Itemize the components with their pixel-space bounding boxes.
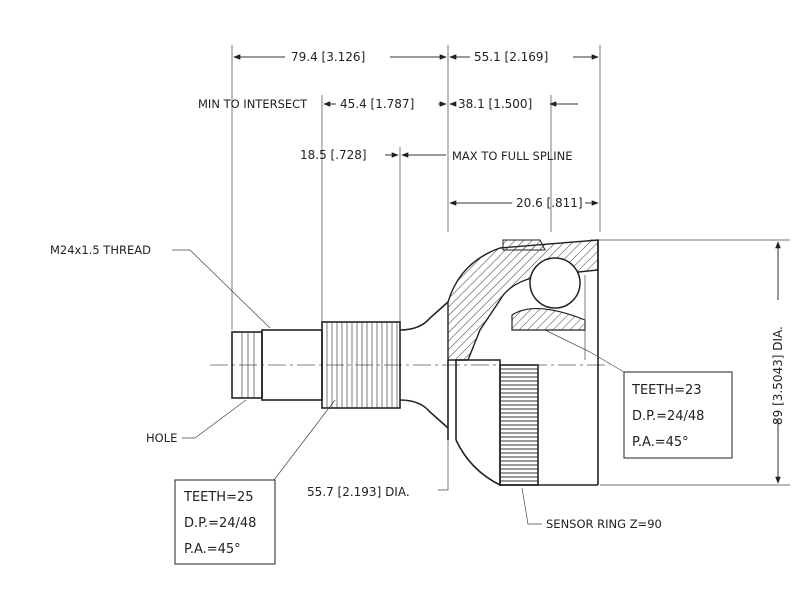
dim-overall-left: 79.4 [3.126] xyxy=(291,50,365,64)
dimension-lines xyxy=(233,54,781,484)
outer-pa: P.A.=45° xyxy=(184,542,241,557)
min-to-intersect-label: MIN TO INTERSECT xyxy=(198,97,308,111)
inner-teeth: TEETH=23 xyxy=(631,383,702,398)
dim-18: 18.5 [.728] xyxy=(300,148,367,162)
dim-seal-dia: 55.7 [2.193] DIA. xyxy=(307,485,410,499)
dim-min-to-intersect: 45.4 [1.787] xyxy=(340,97,414,111)
spline-shaft xyxy=(321,321,401,409)
inner-dp: D.P.=24/48 xyxy=(632,409,704,424)
hole-callout: HOLE xyxy=(146,431,177,445)
dim-20: 20.6 [.811] xyxy=(516,196,583,210)
dim-38: 38.1 [1.500] xyxy=(458,97,532,111)
extension-lines xyxy=(231,45,790,486)
spec-box-inner: TEETH=23 D.P.=24/48 P.A.=45° xyxy=(623,371,733,459)
ball xyxy=(529,257,581,309)
outer-teeth: TEETH=25 xyxy=(183,490,254,505)
sensor-ring xyxy=(499,364,539,486)
inner-pa: P.A.=45° xyxy=(632,435,689,450)
dim-overall-right: 55.1 [2.169] xyxy=(474,50,548,64)
dim-outer-dia: 89 [3.5043] DIA. xyxy=(771,326,785,425)
bell-housing-section xyxy=(447,239,599,361)
cv-joint-part xyxy=(210,239,610,486)
spec-box-outer: TEETH=25 D.P.=24/48 P.A.=45° xyxy=(174,479,276,565)
sensor-ring-callout: SENSOR RING Z=90 xyxy=(546,517,662,531)
outer-dp: D.P.=24/48 xyxy=(184,516,256,531)
dimension-texts: 79.4 [3.126] 55.1 [2.169] MIN TO INTERSE… xyxy=(198,50,785,499)
thread-callout: M24x1.5 THREAD xyxy=(50,243,151,257)
max-to-full-spline-label: MAX TO FULL SPLINE xyxy=(452,149,572,163)
callouts: M24x1.5 THREAD HOLE SENSOR RING Z=90 xyxy=(50,243,662,531)
